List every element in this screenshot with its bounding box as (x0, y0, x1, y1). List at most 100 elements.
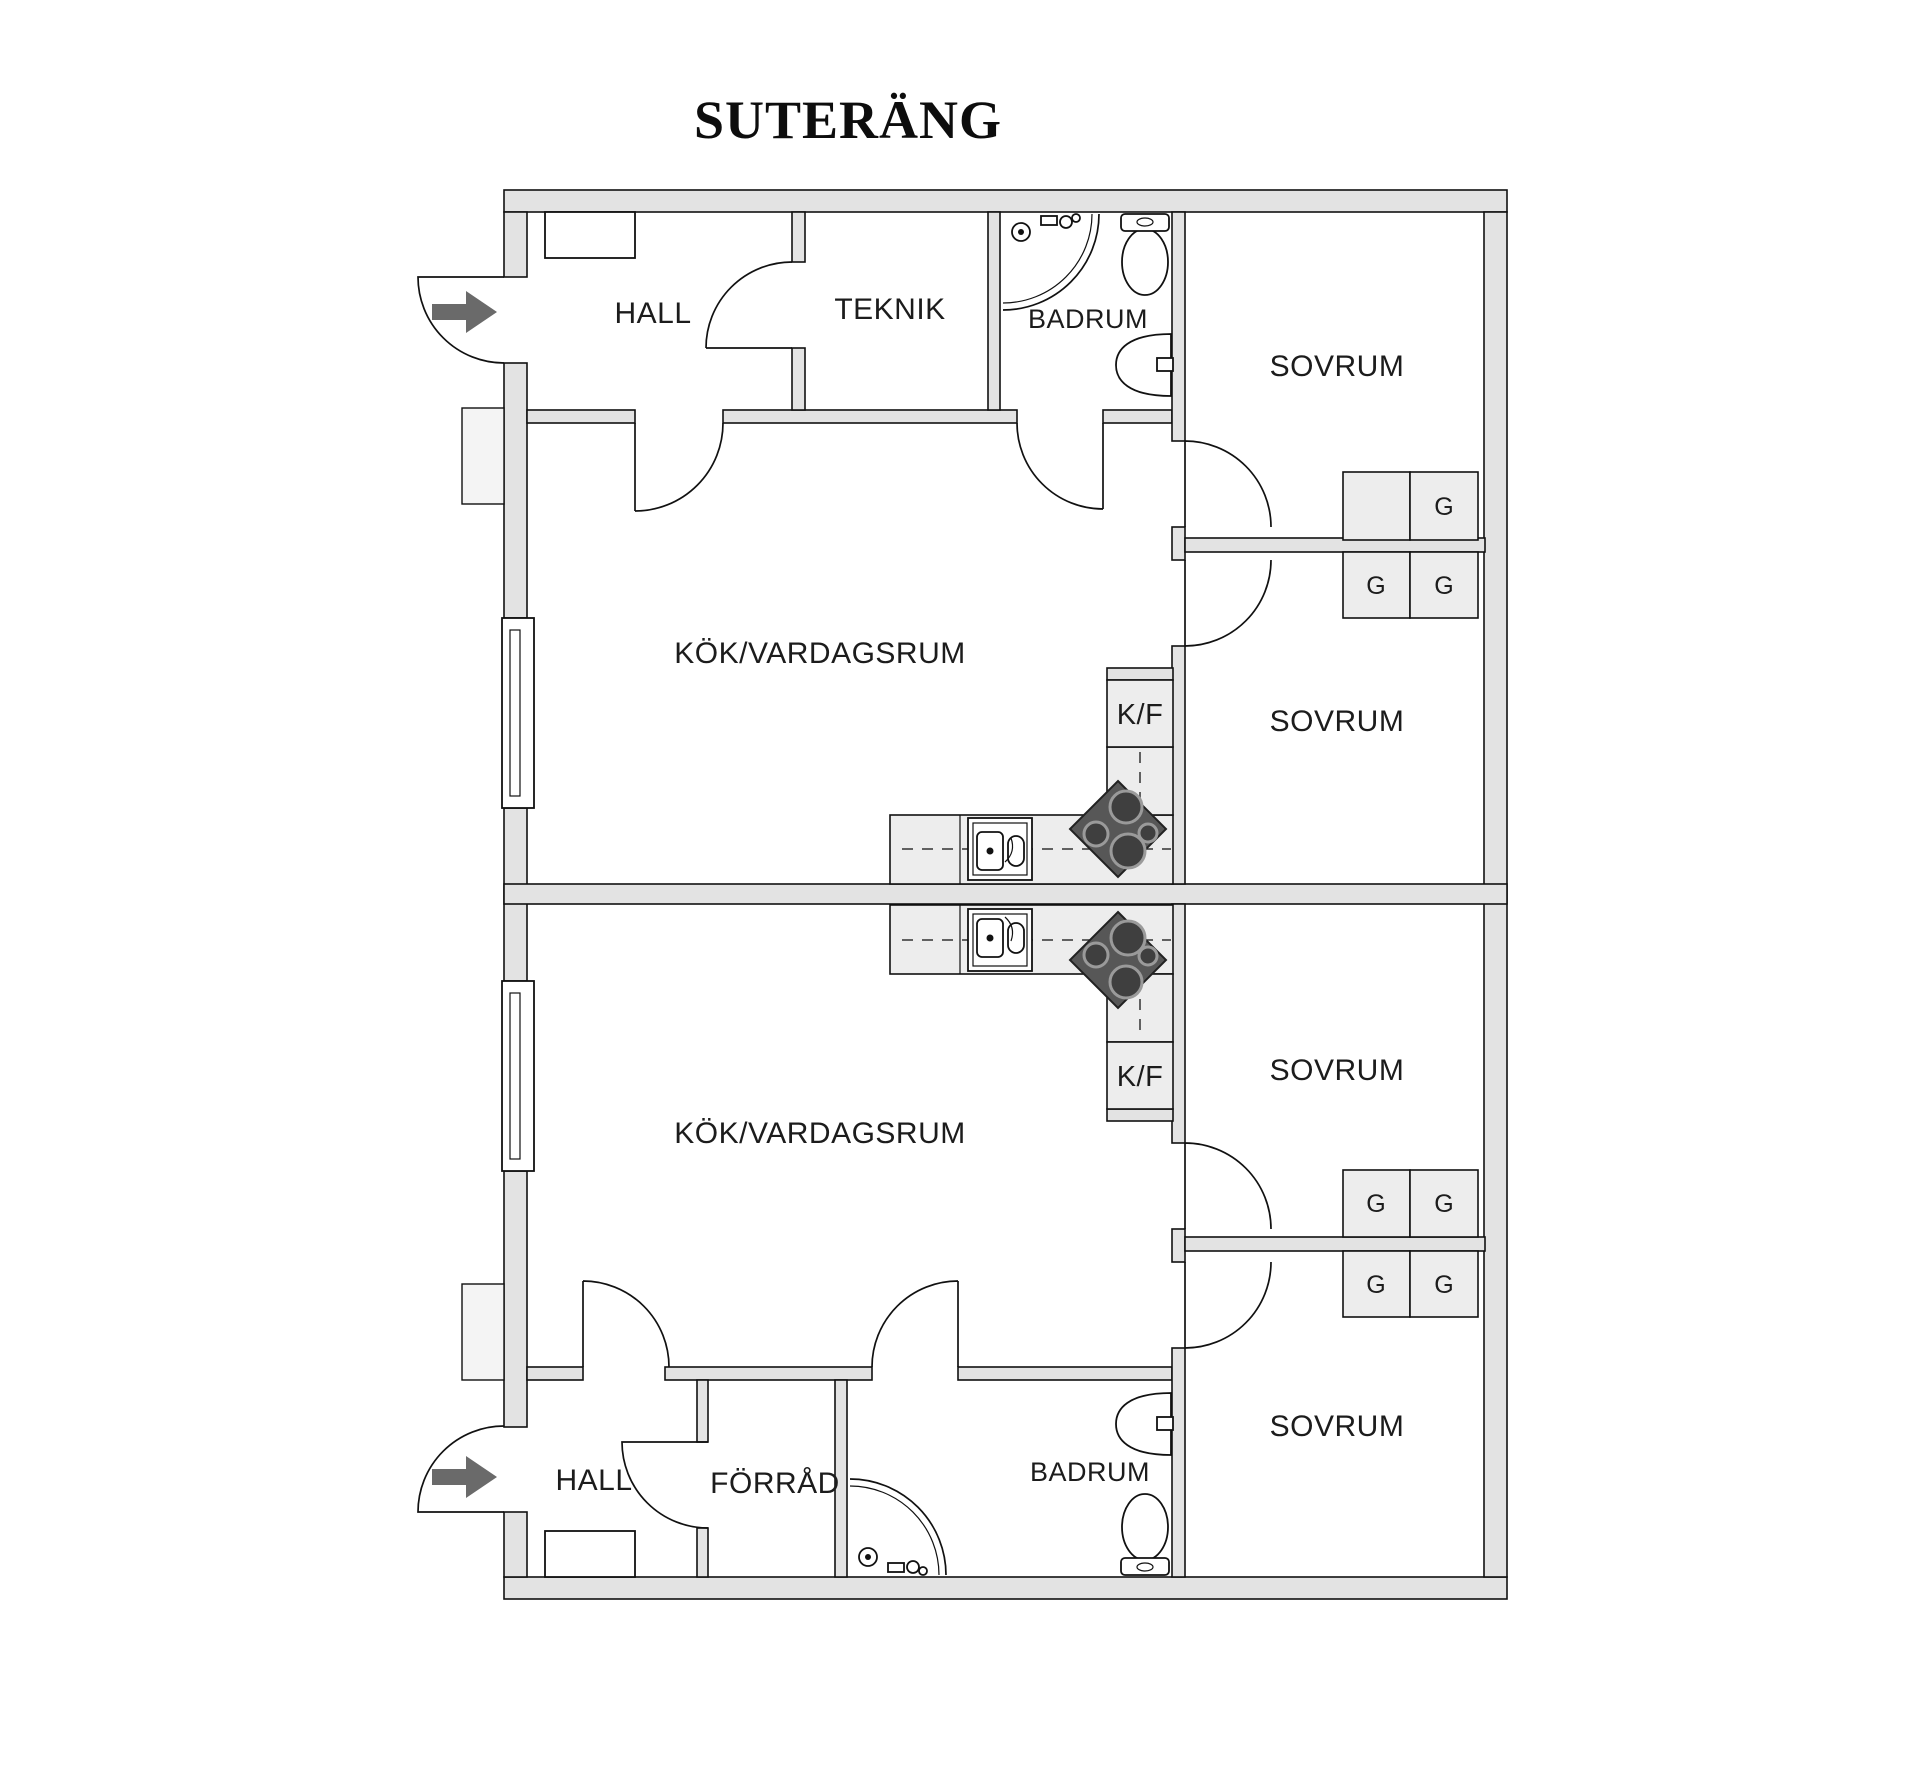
wall-sovrum-divider (1184, 537, 1486, 553)
room-label-kf-lower: K/F (1117, 1061, 1164, 1093)
partition-walls-upper (526, 211, 1486, 885)
page-title: SUTERÄNG (694, 90, 1002, 150)
door-swing-teknik (705, 261, 793, 349)
entrance-arrow-icon (432, 1456, 497, 1498)
wardrobe-label: G (1366, 572, 1385, 600)
wardrobe-label: G (1434, 1190, 1453, 1218)
wall-bottom (503, 1576, 1508, 1600)
fridge-freezer-cabinet (1106, 679, 1174, 748)
door-swing-forrad (621, 1441, 709, 1529)
room-label-kf-upper: K/F (1117, 699, 1164, 731)
patio-stub (461, 407, 505, 505)
wardrobe-cabinet (1409, 551, 1479, 619)
wall-forrad-top (664, 1366, 873, 1381)
wall-kok-sovrum-stub (1171, 1228, 1186, 1263)
wall-kok-sovrum (1171, 903, 1186, 1144)
toilet-icon (1120, 213, 1170, 296)
wardrobe-cabinet (1342, 1250, 1411, 1318)
partition-walls-lower (526, 903, 1486, 1578)
patio-stub (461, 1283, 505, 1381)
bathroom-lower (849, 1392, 1174, 1576)
wall-party (503, 883, 1508, 905)
wardrobe-label: G (1434, 572, 1453, 600)
wall-badrum-bottom (1102, 409, 1173, 424)
room-label-teknik: TEKNIK (834, 293, 945, 326)
wardrobe-label: G (1434, 493, 1453, 521)
sink-icon (1115, 333, 1174, 397)
wall-hall-teknik (791, 211, 806, 263)
wall-teknik-bottom (722, 409, 1018, 424)
wall-hall-bottom (526, 409, 636, 424)
wall-badrum-sovrum (1171, 1347, 1186, 1578)
kitchen-sink-icon (967, 908, 1033, 972)
entrance-door-upper (417, 276, 505, 364)
room-label-sovrum-2-upper: SOVRUM (1270, 705, 1405, 738)
door-swing (417, 1425, 505, 1513)
wardrobe-cabinet (1409, 1250, 1479, 1318)
wall-hall-top (526, 1366, 584, 1381)
wall-hall-forrad (696, 1379, 709, 1443)
wardrobe-cabinet (1342, 1169, 1411, 1238)
kitchen-sink-icon (967, 817, 1033, 881)
wardrobe-label: G (1366, 1190, 1385, 1218)
stove-icon (1068, 779, 1168, 879)
wall-hall-forrad (696, 1527, 709, 1578)
door-swing-badrum-lower (871, 1280, 959, 1368)
sink-icon (1115, 1392, 1174, 1456)
closet-cabinet (544, 211, 636, 259)
entrance-arrow-icon (432, 291, 497, 333)
door-swing-sovrum2-lower (1184, 1261, 1272, 1349)
wall-left-seg (503, 211, 528, 278)
wall-left-seg (503, 1170, 528, 1428)
door-swing-hall-kok-lower (582, 1280, 670, 1368)
wall-forrad-badrum (834, 1379, 848, 1578)
wardrobe-cabinet (1409, 1169, 1479, 1238)
room-label-kok-upper: KÖK/VARDAGSRUM (674, 637, 966, 670)
wall-kok-sovrum (1171, 645, 1186, 885)
wall-sovrum-divider (1184, 1236, 1486, 1252)
kitchen-upper (889, 679, 1174, 885)
stove-icon (1068, 910, 1168, 1010)
wall-badrum-top (957, 1366, 1173, 1381)
kitchen-lower (889, 904, 1174, 1110)
fridge-freezer-cabinet (1106, 1041, 1174, 1110)
window-icon (501, 980, 535, 1172)
wardrobes-lower: G G G G (1342, 1169, 1479, 1318)
room-label-badrum-upper: BADRUM (1028, 304, 1148, 334)
wall-left-seg (503, 1511, 528, 1578)
door-swing-hall-kok-upper (634, 422, 724, 512)
wall-hall-teknik (791, 347, 806, 411)
interior-doors (582, 261, 1272, 1529)
room-label-badrum-lower: BADRUM (1030, 1457, 1150, 1487)
wall-kf-stub (1106, 1108, 1174, 1122)
shower-icon (849, 1478, 947, 1576)
door-swing-sovrum1-lower (1184, 1142, 1272, 1230)
wall-teknik-badrum (987, 211, 1001, 411)
toilet-icon (1120, 1493, 1170, 1576)
wardrobe-cabinet (1409, 471, 1479, 541)
wardrobe-label: G (1434, 1271, 1453, 1299)
wall-kf-stub (1106, 667, 1174, 681)
wall-left-seg (503, 362, 528, 619)
bathroom-upper (1002, 213, 1174, 397)
door-swing-sovrum2-upper (1184, 559, 1272, 647)
room-label-kok-lower: KÖK/VARDAGSRUM (674, 1117, 966, 1150)
closet-cabinet (544, 1530, 636, 1578)
wardrobe-label: G (1366, 1271, 1385, 1299)
window-icon (501, 617, 535, 809)
door-swing-sovrum1-upper (1184, 440, 1272, 528)
room-label-hall-lower: HALL (555, 1464, 632, 1497)
wardrobe-cabinet (1342, 471, 1411, 541)
room-label-sovrum-1-upper: SOVRUM (1270, 350, 1405, 383)
room-label-forrad: FÖRRÅD (710, 1467, 840, 1500)
wall-top (503, 189, 1508, 213)
wall-badrum-sovrum (1171, 211, 1186, 442)
room-label-sovrum-1-lower: SOVRUM (1270, 1054, 1405, 1087)
room-label-sovrum-2-lower: SOVRUM (1270, 1410, 1405, 1443)
wardrobes-upper: G G G (1342, 471, 1479, 619)
entrance-door-lower (417, 1425, 505, 1513)
shower-icon (1002, 213, 1100, 311)
wall-kok-sovrum-stub (1171, 526, 1186, 561)
room-label-hall-upper: HALL (614, 297, 691, 330)
